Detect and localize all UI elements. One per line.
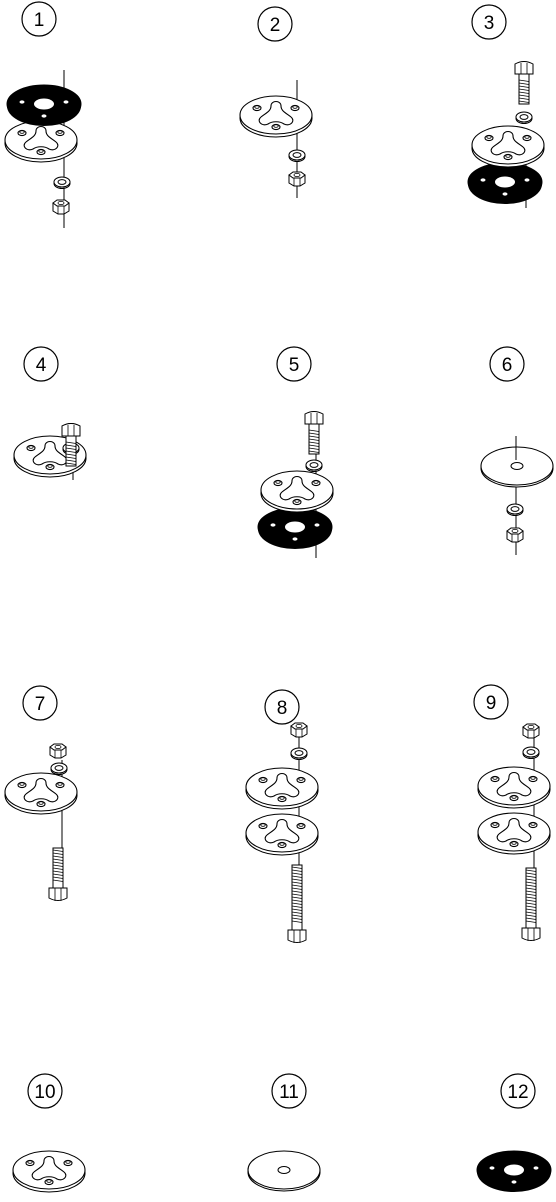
svg-text:10: 10 <box>34 1082 55 1103</box>
assembly-1 <box>4 70 82 228</box>
hex-nut-icon <box>49 743 67 759</box>
assembly-4 <box>13 423 87 480</box>
washer-icon <box>522 746 540 759</box>
svg-text:3: 3 <box>484 13 495 34</box>
assembly-12 <box>476 1150 552 1192</box>
svg-text:7: 7 <box>35 694 46 715</box>
figure-number-3: 3 <box>471 4 507 40</box>
assembly-2 <box>239 80 313 198</box>
assembly-3 <box>467 61 545 208</box>
svg-text:6: 6 <box>502 355 513 376</box>
hex-nut-icon <box>506 527 524 543</box>
rubber-pad-icon <box>467 162 543 204</box>
svg-text:11: 11 <box>279 1082 299 1103</box>
svg-text:2: 2 <box>270 15 281 36</box>
three-lobe-plate-icon <box>477 766 551 809</box>
hex-nut-icon <box>290 722 308 738</box>
figure-number-12: 12 <box>500 1073 536 1109</box>
rubber-pad-icon <box>257 507 333 549</box>
figure-number-4: 4 <box>23 346 59 382</box>
hex-bolt-icon <box>61 423 81 467</box>
hex-bolt-icon <box>521 867 541 941</box>
washer-icon <box>506 503 524 516</box>
hex-nut-icon <box>52 199 70 215</box>
three-lobe-plate-icon <box>260 470 334 513</box>
three-lobe-plate-icon <box>245 767 319 810</box>
rubber-pad-icon <box>6 84 82 126</box>
three-lobe-plate-icon <box>4 120 78 163</box>
washer-icon <box>288 149 306 162</box>
figure-number-5: 5 <box>276 346 312 382</box>
assembly-5 <box>257 411 334 558</box>
washer-icon <box>305 459 323 472</box>
hex-bolt-icon <box>514 61 534 105</box>
assembly-11 <box>247 1150 321 1192</box>
assembly-10 <box>12 1150 86 1193</box>
flat-washer-disc-icon <box>480 446 554 488</box>
washer-icon <box>50 762 68 775</box>
hex-bolt-icon <box>287 864 307 943</box>
three-lobe-plate-icon <box>239 95 313 138</box>
svg-text:9: 9 <box>486 693 497 714</box>
assembly-7 <box>4 743 78 901</box>
svg-text:5: 5 <box>289 355 300 376</box>
figure-number-10: 10 <box>27 1073 63 1109</box>
figure-number-1: 1 <box>21 1 57 37</box>
assembly-9 <box>477 723 551 941</box>
hex-nut-icon <box>288 171 306 187</box>
svg-text:8: 8 <box>277 698 288 719</box>
three-lobe-plate-icon <box>477 812 551 855</box>
assembly-8 <box>245 722 319 943</box>
svg-text:1: 1 <box>34 10 45 31</box>
figure-number-2: 2 <box>257 6 293 42</box>
svg-text:12: 12 <box>507 1082 528 1103</box>
svg-text:4: 4 <box>36 355 47 376</box>
figure-number-9: 9 <box>473 684 509 720</box>
figure-number-11: 11 <box>271 1073 307 1109</box>
hex-bolt-icon <box>304 411 324 455</box>
three-lobe-plate-icon <box>12 1150 86 1193</box>
figure-number-7: 7 <box>22 685 58 721</box>
flat-washer-disc-icon <box>247 1150 321 1192</box>
washer-icon <box>53 176 71 189</box>
washer-icon <box>515 111 533 124</box>
hex-nut-icon <box>522 723 540 739</box>
assembly-6 <box>480 436 554 555</box>
washer-icon <box>290 747 308 760</box>
figure-number-8: 8 <box>264 689 300 725</box>
figure-number-6: 6 <box>489 346 525 382</box>
three-lobe-plate-icon <box>245 813 319 856</box>
three-lobe-plate-icon <box>4 772 78 815</box>
three-lobe-plate-icon <box>471 125 545 168</box>
rubber-pad-icon <box>476 1150 552 1192</box>
hex-bolt-icon <box>48 847 68 901</box>
